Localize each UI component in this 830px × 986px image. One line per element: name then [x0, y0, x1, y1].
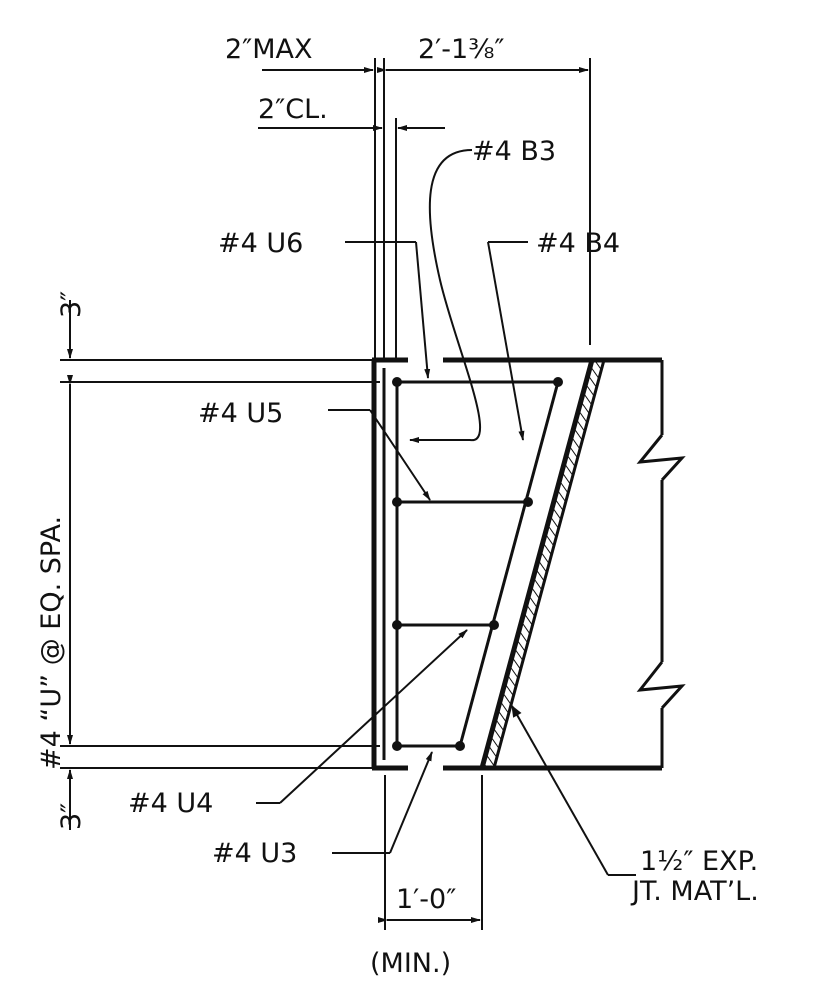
- expansion-joint-face: [479, 359, 595, 769]
- bar-dot: [523, 497, 533, 507]
- label-u6: #4 U6: [218, 228, 303, 259]
- bar-dot: [489, 620, 499, 630]
- label-b4: #4 B4: [536, 228, 620, 259]
- label-bottom-3: 3″: [56, 803, 87, 830]
- bar-dot: [392, 620, 402, 630]
- label-b3: #4 B3: [472, 136, 556, 167]
- label-width: 2′-1⅜″: [418, 34, 504, 65]
- leader-b4: [487, 241, 525, 441]
- leader-exp: [511, 704, 609, 876]
- label-2-max: 2″MAX: [225, 34, 313, 65]
- label-exp-line2: JT. MAT’L.: [630, 876, 759, 907]
- leader-b3: [409, 149, 481, 443]
- label-top-3: 3″: [56, 291, 87, 318]
- break-line-top: [636, 434, 686, 482]
- bar-dot: [392, 377, 402, 387]
- bar-dot: [392, 741, 402, 751]
- break-line-bottom: [636, 661, 686, 710]
- label-u3: #4 U3: [212, 838, 297, 869]
- leader-u5-diag: [369, 409, 431, 501]
- label-spacing: #4 “U” @ EQ. SPA.: [36, 516, 67, 770]
- expansion-joint-back: [492, 359, 606, 769]
- label-min-dim: 1′-0″: [396, 884, 456, 915]
- label-exp-line1: 1½″ EXP.: [640, 846, 758, 877]
- bar-b4: [458, 381, 560, 747]
- label-2-cl: 2″CL.: [258, 94, 328, 125]
- leader-u3: [389, 751, 433, 854]
- label-min: (MIN.): [370, 948, 451, 979]
- bar-dot: [392, 497, 402, 507]
- bar-dot: [553, 377, 563, 387]
- leader-u6: [415, 241, 431, 379]
- leader-u4: [279, 629, 468, 804]
- bar-dot: [455, 741, 465, 751]
- label-u5: #4 U5: [198, 398, 283, 429]
- label-u4: #4 U4: [128, 788, 213, 819]
